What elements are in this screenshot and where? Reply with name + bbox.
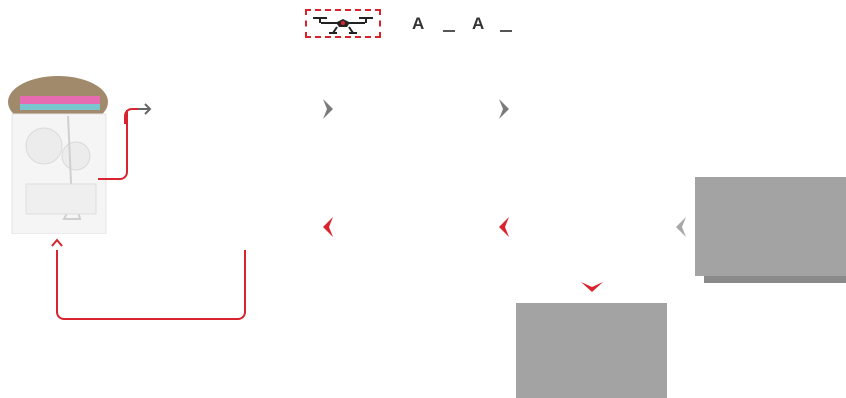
panel-right (695, 177, 846, 276)
gimbal-camera-icon (6, 74, 110, 234)
connector-return-loop (56, 250, 246, 320)
chevron-left-icon (321, 216, 335, 238)
connector-return-mask (230, 250, 244, 268)
chevron-right-icon (321, 98, 335, 120)
header-dash-2 (500, 30, 512, 32)
arrow-right-icon (138, 103, 154, 115)
chevron-left-icon (497, 216, 511, 238)
panel-bottom (516, 303, 667, 398)
chevron-left-icon (674, 216, 688, 238)
chevron-down-icon (580, 280, 604, 294)
chevron-right-icon (497, 98, 511, 120)
header-dash-1 (443, 30, 455, 32)
drone-icon (307, 11, 379, 36)
header-letter-1: A (412, 14, 424, 34)
drone-badge (305, 9, 381, 38)
arrow-up-icon (51, 238, 63, 252)
header-letter-2: A (472, 14, 484, 34)
